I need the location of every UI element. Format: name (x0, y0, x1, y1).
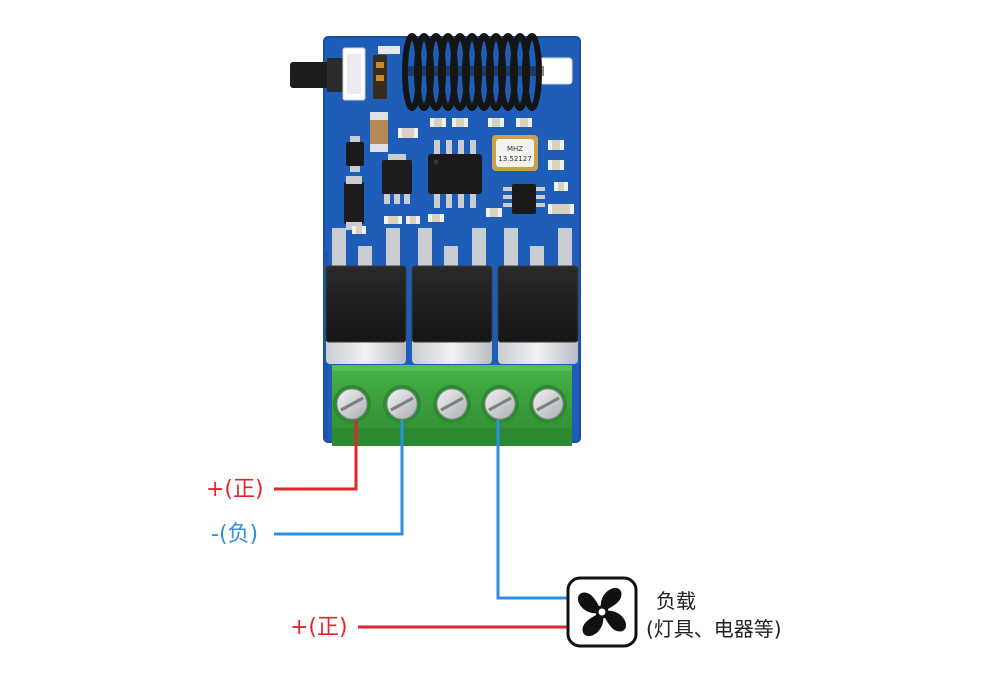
mosfet (411, 228, 493, 364)
mosfet (497, 228, 579, 364)
smd-part (452, 118, 468, 127)
crystal-oscillator: MHZ 13.52127 (492, 135, 538, 171)
small-ic (503, 184, 545, 214)
smd-part (548, 160, 564, 170)
transistor (346, 136, 364, 172)
crystal-label-2: 13.52127 (498, 155, 531, 163)
load-title: 负载 (656, 589, 696, 613)
load-description: (灯具、电器等) (646, 617, 782, 641)
smd-components (352, 118, 574, 234)
fan-blade (602, 610, 627, 632)
terminal-screw (383, 385, 421, 423)
mosfet (325, 228, 407, 364)
terminal-screws (333, 385, 567, 423)
crystal-label-1: MHZ (507, 145, 523, 153)
smd-part (488, 118, 504, 127)
voltage-regulator (382, 154, 412, 204)
terminal-screw (333, 385, 371, 423)
fan-blade (577, 592, 602, 614)
antenna-coil (378, 33, 573, 111)
fan-icon (566, 576, 638, 648)
label-positive-top: +(正) (206, 477, 264, 502)
label-positive-bottom: +(正) (290, 615, 348, 640)
main-ic (428, 140, 482, 208)
smd-part (548, 140, 564, 150)
smd-capacitor (373, 55, 387, 99)
smd-part (406, 216, 420, 224)
smd-resistor-large (370, 112, 388, 152)
smd-part (352, 226, 366, 234)
smd-part (548, 204, 574, 214)
diode (344, 176, 364, 230)
terminal-screw (433, 385, 471, 423)
wires (274, 420, 568, 629)
smd-part (384, 216, 402, 224)
smd-part (486, 208, 502, 217)
wire-load (496, 420, 568, 600)
wire-negative (274, 420, 404, 536)
smd-part (554, 182, 568, 191)
label-negative: -(负) (211, 522, 259, 547)
smd-part (428, 214, 444, 222)
terminal-screw (529, 385, 567, 423)
smd-part (516, 118, 532, 127)
learn-button[interactable] (290, 47, 366, 101)
fan-blade (582, 612, 604, 637)
mosfet-group (325, 228, 579, 364)
fan-blade (600, 587, 622, 612)
smd-part (398, 128, 418, 138)
smd-part (430, 118, 446, 127)
terminal-screw (481, 385, 519, 423)
wire-positive-top (274, 420, 358, 491)
